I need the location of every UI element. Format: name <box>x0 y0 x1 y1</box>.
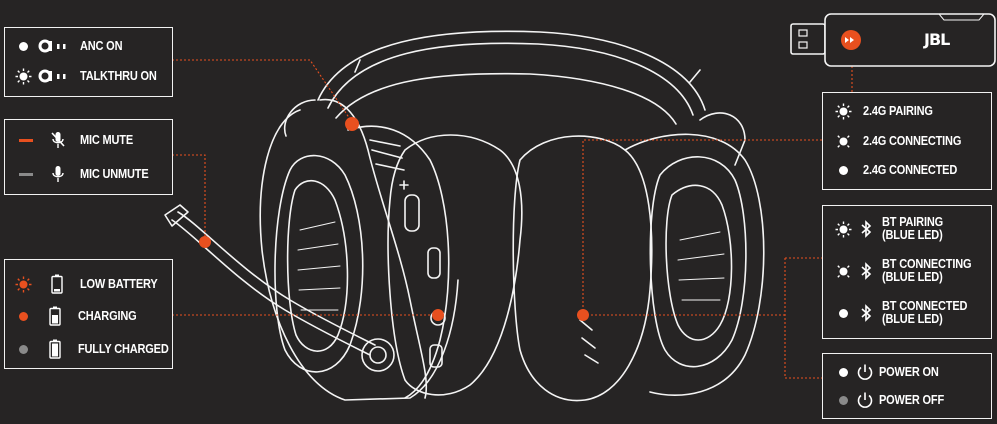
power-off-label: POWER OFF <box>879 392 945 407</box>
bt-pairing-label: BT PAIRING <box>882 215 943 229</box>
usb-dongle: JBL <box>789 10 997 68</box>
right-ear-pad <box>512 135 653 402</box>
talkthru-on-row: TALKTHRU ON <box>15 66 167 86</box>
anc-status-box: ANC ON TALKTHRU ON <box>4 27 173 97</box>
mic-icon <box>52 166 64 182</box>
anc-on-label: ANC ON <box>80 38 123 53</box>
white-led-icon <box>839 165 848 175</box>
white-led-icon <box>839 367 848 377</box>
bt-connected-row: BT CONNECTED (BLUE LED) <box>839 298 979 328</box>
power-icon <box>857 364 873 380</box>
bt-pairing-sublabel: (BLUE LED) <box>882 228 943 242</box>
g24-connected-label: 2.4G CONNECTED <box>863 162 958 177</box>
battery-charging-icon <box>49 306 61 326</box>
mic-unmute-row: MIC UNMUTE <box>19 164 158 184</box>
power-on-row: POWER ON <box>839 362 947 382</box>
bluetooth-icon <box>861 262 872 280</box>
charging-row: CHARGING <box>19 306 144 326</box>
bt-connected-label: BT CONNECTED <box>882 299 968 313</box>
led-callout-dot <box>577 309 589 321</box>
low-battery-label: LOW BATTERY <box>80 276 158 291</box>
dongle-brand-logo: JBL <box>924 30 950 49</box>
g24-pairing-label: 2.4G PAIRING <box>863 103 933 118</box>
mic-muted-icon <box>51 132 65 148</box>
bluetooth-icon <box>861 220 872 238</box>
talkthru-icon <box>38 69 66 83</box>
bt-connecting-label: BT CONNECTING <box>882 257 972 271</box>
grey-led-icon <box>19 344 28 354</box>
led-callout-dot <box>432 309 444 321</box>
mic-mute-row: MIC MUTE <box>19 130 140 150</box>
slow-blinking-led-icon <box>837 134 850 148</box>
g24-connected-row: 2.4G CONNECTED <box>839 160 970 180</box>
headband <box>317 30 706 111</box>
low-battery-row: LOW BATTERY <box>15 274 168 294</box>
battery-full-icon <box>49 339 61 359</box>
orange-blinking-led-icon <box>15 276 32 292</box>
bluetooth-icon <box>861 304 872 322</box>
bt-connecting-sublabel: (BLUE LED) <box>882 270 943 284</box>
battery-status-box: LOW BATTERY CHARGING FULLY CHARGED <box>4 259 173 369</box>
bluetooth-status-box: BT PAIRING (BLUE LED) BT CONNECTING (BLU… <box>822 205 992 339</box>
fast-blinking-led-icon <box>835 103 852 119</box>
g24-connecting-row: 2.4G CONNECTING <box>835 131 975 151</box>
bt-pairing-row: BT PAIRING (BLUE LED) <box>835 214 951 244</box>
right-earcup <box>624 133 765 397</box>
fully-charged-label: FULLY CHARGED <box>78 341 169 356</box>
power-on-label: POWER ON <box>879 364 939 379</box>
left-ear-pad <box>387 134 523 396</box>
g24-pairing-row: 2.4G PAIRING <box>835 101 942 121</box>
bt-connected-sublabel: (BLUE LED) <box>882 312 943 326</box>
white-led-icon <box>839 308 848 318</box>
power-icon <box>857 392 873 408</box>
slow-blinking-led-icon <box>837 264 850 278</box>
white-led-icon <box>19 41 28 51</box>
anc-on-row: ANC ON <box>19 36 128 56</box>
power-status-box: POWER ON POWER OFF <box>822 353 992 419</box>
grey-led-bar-icon <box>19 172 33 176</box>
blinking-led-icon <box>15 68 32 84</box>
fully-charged-row: FULLY CHARGED <box>19 339 181 359</box>
led-callout-dot <box>199 236 211 248</box>
power-off-row: POWER OFF <box>839 390 953 410</box>
battery-low-icon <box>51 274 63 294</box>
led-callout-dot <box>345 117 359 131</box>
mic-unmute-label: MIC UNMUTE <box>80 166 149 181</box>
anc-icon <box>38 39 66 53</box>
fast-blinking-led-icon <box>835 221 852 237</box>
talkthru-on-label: TALKTHRU ON <box>80 68 157 83</box>
orange-led-bar-icon <box>19 138 33 142</box>
wireless-24g-status-box: 2.4G PAIRING 2.4G CONNECTING 2.4G CONNEC… <box>822 92 992 190</box>
grey-led-icon <box>839 395 848 405</box>
charging-label: CHARGING <box>78 308 137 323</box>
mic-mute-label: MIC MUTE <box>80 132 133 147</box>
bt-connecting-row: BT CONNECTING (BLUE LED) <box>835 256 984 286</box>
orange-led-icon <box>19 311 28 321</box>
boom-mic <box>177 211 376 346</box>
mic-status-box: MIC MUTE MIC UNMUTE <box>4 119 173 195</box>
g24-connecting-label: 2.4G CONNECTING <box>863 133 962 148</box>
